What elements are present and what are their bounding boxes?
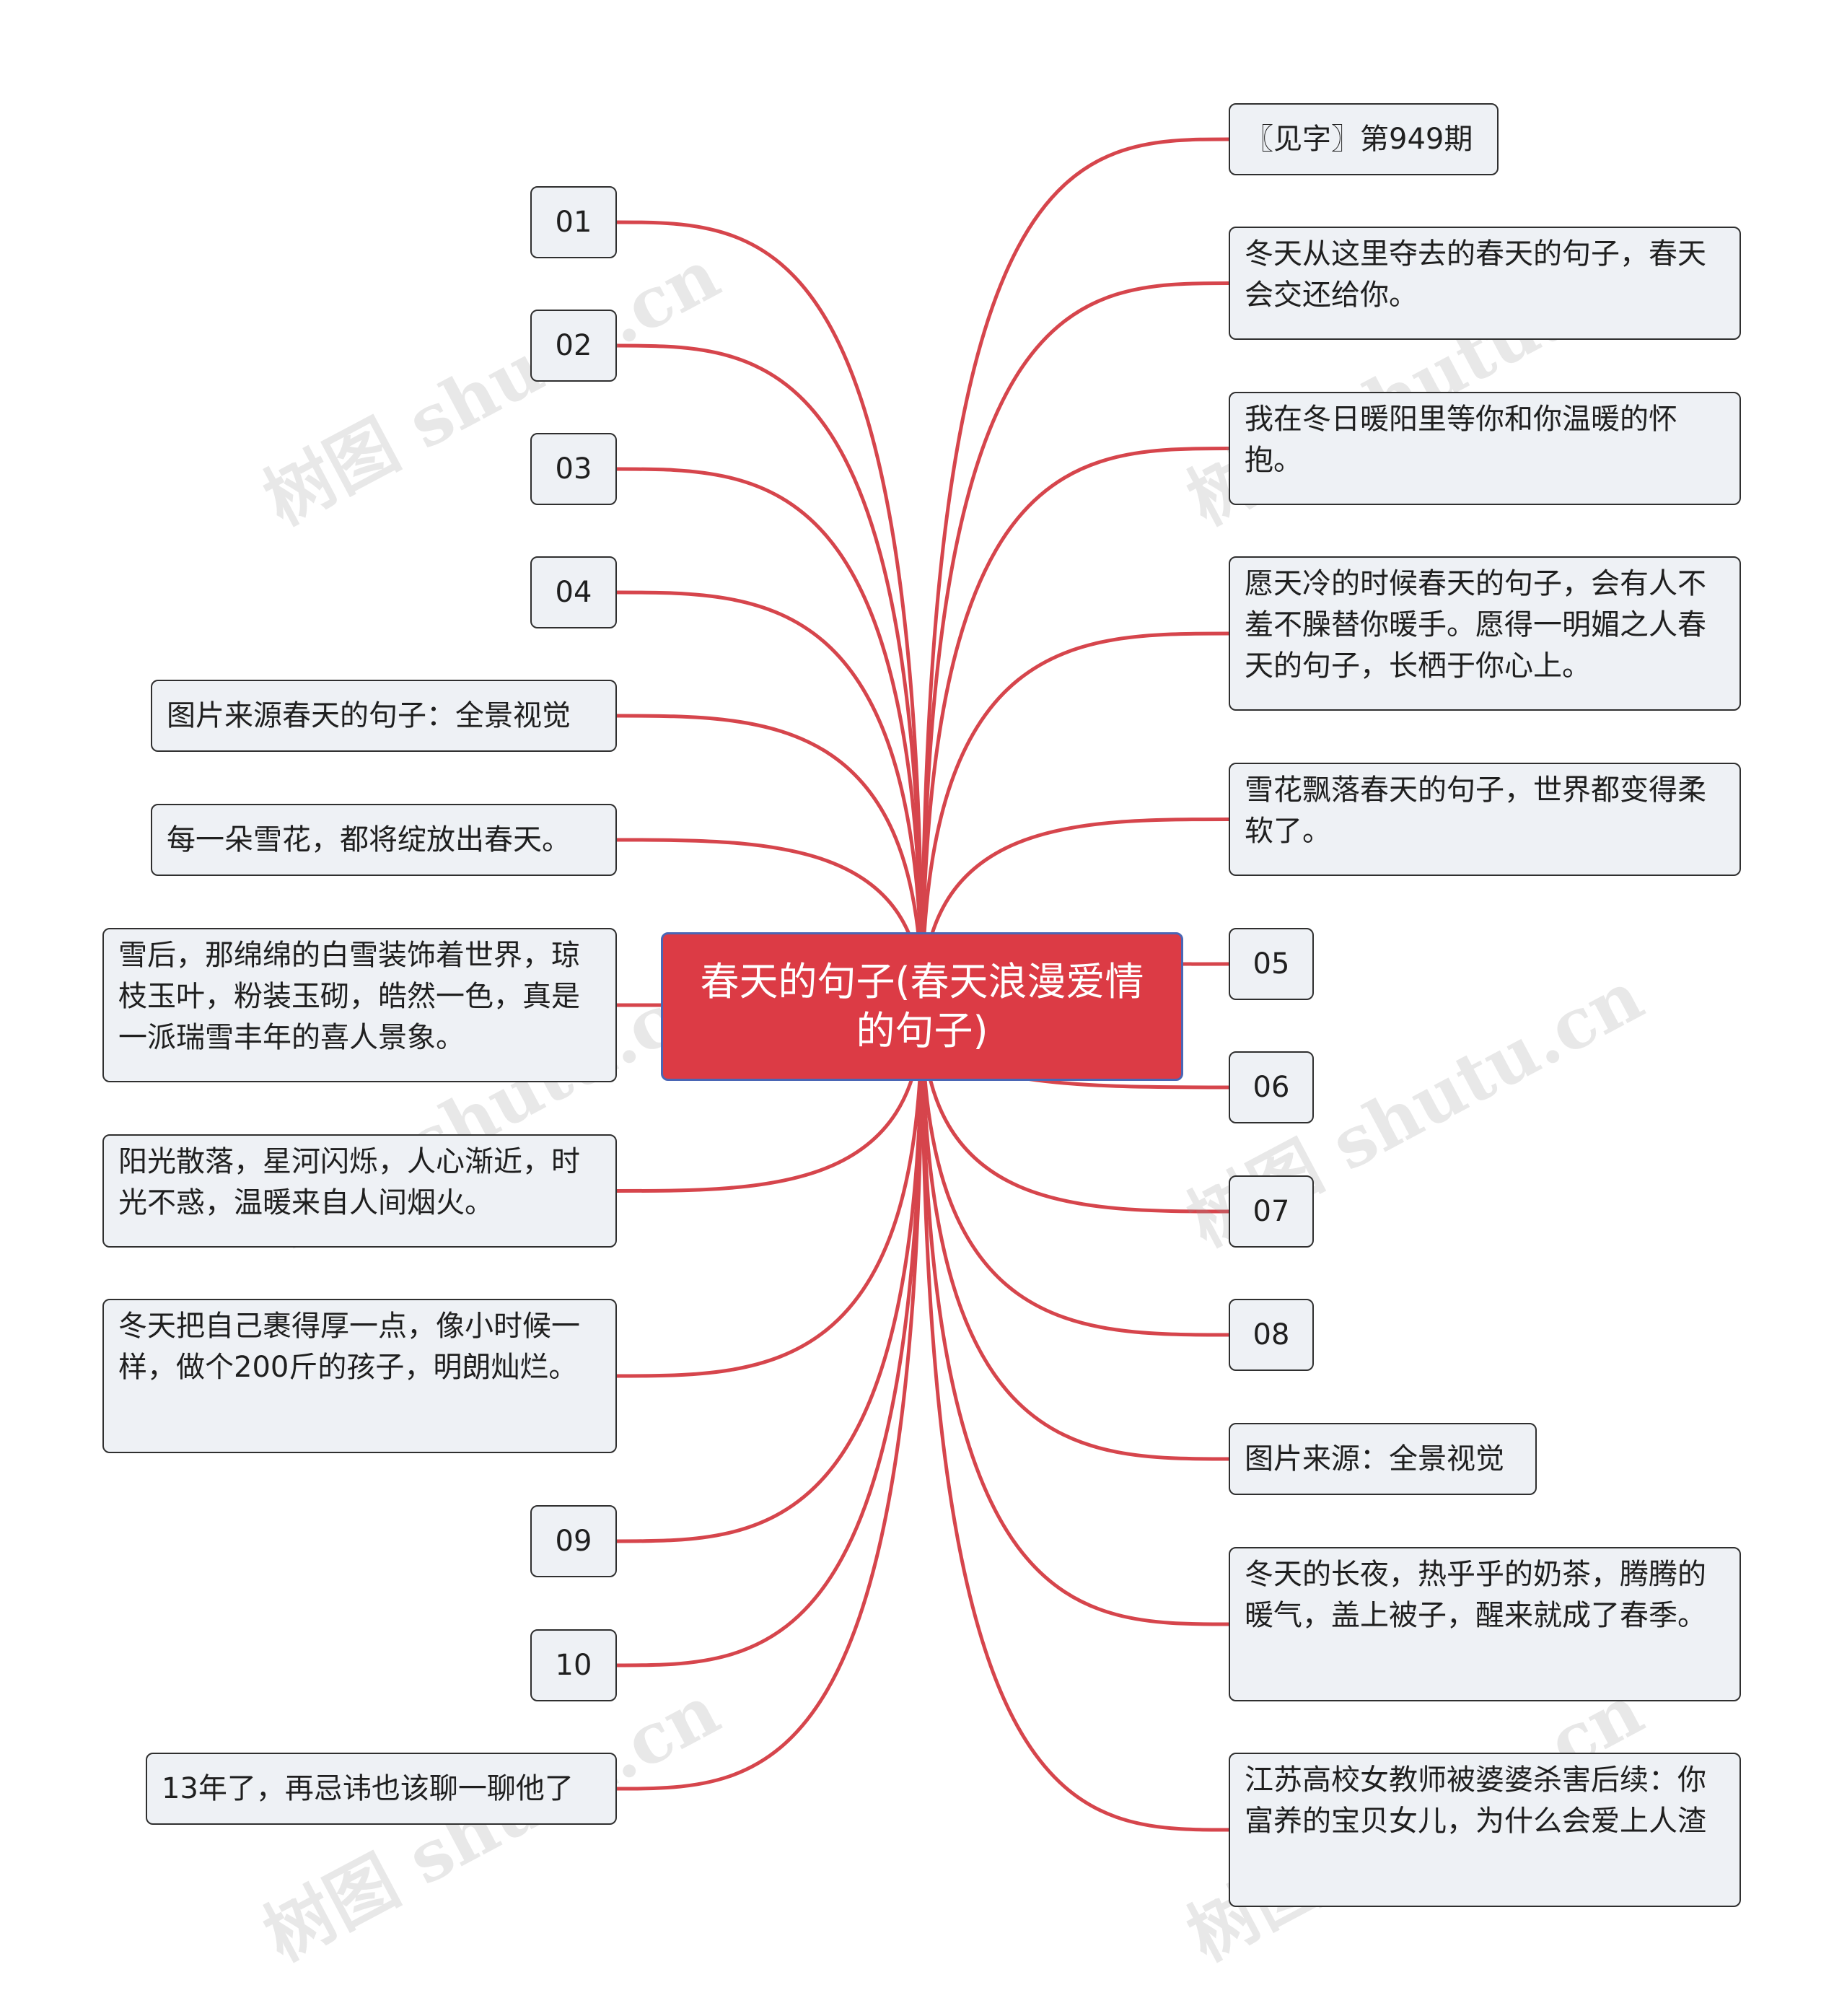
edge-right-12 <box>920 1006 1229 1832</box>
right-topic-node-5[interactable]: 雪花飘落春天的句子，世界都变得柔软了。 <box>1229 763 1741 876</box>
edge-left-5 <box>616 714 924 1007</box>
left-topic-node-10[interactable]: 09 <box>530 1505 617 1577</box>
right-topic-node-11[interactable]: 冬天的长夜，热乎乎的奶茶，腾腾的暖气，盖上被子，醒来就成了春季。 <box>1229 1547 1741 1701</box>
edge-right-2 <box>920 281 1229 1007</box>
right-topic-node-1[interactable]: 〖见字〗第949期 <box>1229 103 1499 175</box>
left-topic-node-1[interactable]: 01 <box>530 186 617 258</box>
edge-right-11 <box>920 1006 1229 1626</box>
edge-right-9 <box>920 1006 1229 1337</box>
right-topic-node-12[interactable]: 江苏高校女教师被婆婆杀害后续：你富养的宝贝女儿，为什么会爱上人渣 <box>1229 1753 1741 1907</box>
left-topic-node-9[interactable]: 冬天把自己裹得厚一点，像小时候一样，做个200斤的孩子，明朗灿烂。 <box>102 1299 617 1453</box>
right-topic-node-3[interactable]: 我在冬日暖阳里等你和你温暖的怀抱。 <box>1229 392 1741 505</box>
edge-left-10 <box>616 1006 924 1543</box>
edge-left-9 <box>616 1006 924 1378</box>
right-topic-node-8[interactable]: 07 <box>1229 1175 1314 1248</box>
edge-left-4 <box>616 590 924 1007</box>
edge-left-2 <box>616 343 924 1007</box>
edge-right-3 <box>920 447 1229 1007</box>
left-topic-node-7[interactable]: 雪后，那绵绵的白雪装饰着世界，琼枝玉叶，粉装玉砌，皓然一色，真是一派瑞雪丰年的喜… <box>102 928 617 1082</box>
edge-left-1 <box>616 220 924 1007</box>
edge-left-11 <box>616 1006 924 1667</box>
left-topic-node-8[interactable]: 阳光散落，星河闪烁，人心渐近，时光不惑，温暖来自人间烟火。 <box>102 1134 617 1248</box>
edge-right-10 <box>920 1006 1229 1461</box>
right-topic-node-9[interactable]: 08 <box>1229 1299 1314 1371</box>
right-topic-node-2[interactable]: 冬天从这里夺去的春天的句子，春天会交还给你。 <box>1229 227 1741 340</box>
left-topic-node-6[interactable]: 每一朵雪花，都将绽放出春天。 <box>151 804 617 876</box>
right-topic-node-7[interactable]: 06 <box>1229 1051 1314 1123</box>
left-topic-node-5[interactable]: 图片来源春天的句子：全景视觉 <box>151 680 617 752</box>
right-topic-node-10[interactable]: 图片来源：全景视觉 <box>1229 1423 1537 1495</box>
edge-right-8 <box>920 1006 1229 1214</box>
edge-left-12 <box>616 1006 924 1791</box>
right-topic-node-6[interactable]: 05 <box>1229 928 1314 1000</box>
edge-right-1 <box>920 137 1229 1007</box>
left-topic-node-3[interactable]: 03 <box>530 433 617 505</box>
right-topic-node-4[interactable]: 愿天冷的时候春天的句子，会有人不羞不臊替你暖手。愿得一明媚之人春天的句子，长栖于… <box>1229 556 1741 711</box>
left-topic-node-2[interactable]: 02 <box>530 310 617 382</box>
left-topic-node-12[interactable]: 13年了，再忌讳也该聊一聊他了 <box>146 1753 617 1825</box>
edge-right-4 <box>920 631 1229 1007</box>
central-topic[interactable]: 春天的句子(春天浪漫爱情的句子) <box>661 932 1183 1081</box>
left-topic-node-11[interactable]: 10 <box>530 1629 617 1701</box>
left-topic-node-4[interactable]: 04 <box>530 556 617 628</box>
edge-left-3 <box>616 467 924 1007</box>
